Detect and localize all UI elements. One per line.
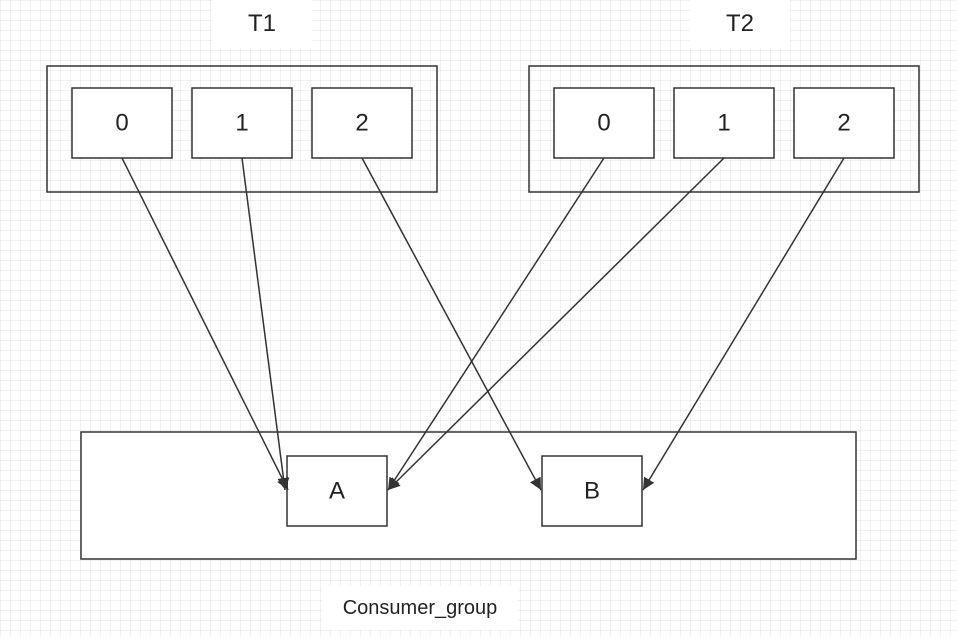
consumer-group-title: Consumer_group: [322, 586, 518, 630]
t1-partition-2-box[interactable]: [311, 87, 413, 159]
t1-partition-0-box[interactable]: [71, 87, 173, 159]
topic-t1-title: T1: [212, 0, 312, 48]
arrow-t1-p1-to-a[interactable]: [241, 157, 290, 491]
consumer-a-box[interactable]: [286, 455, 388, 527]
t1-partition-1-label: 1: [235, 109, 248, 136]
t2-partition-0-label: 0: [597, 109, 610, 136]
consumer-b-box[interactable]: [541, 455, 643, 527]
t2-partition-0-box[interactable]: [553, 87, 655, 159]
arrow-t2-p1-to-a[interactable]: [387, 157, 725, 491]
t2-partition-2-box[interactable]: [793, 87, 895, 159]
t2-partition-1-label: 1: [717, 109, 730, 136]
topic-t1-container[interactable]: [46, 65, 438, 193]
topic-t2-title: T2: [690, 0, 790, 48]
arrow-t1-p0-to-a[interactable]: [121, 157, 289, 491]
consumer-a-label: A: [329, 477, 345, 504]
arrow-t2-p2-to-b[interactable]: [642, 157, 845, 491]
t2-partition-1-box[interactable]: [673, 87, 775, 159]
consumer-group-container[interactable]: [80, 431, 857, 560]
t2-partition-2-label: 2: [837, 109, 850, 136]
consumer-b-label: B: [584, 477, 600, 504]
topic-t2-container[interactable]: [528, 65, 920, 193]
t1-partition-2-label: 2: [355, 109, 368, 136]
arrow-t1-p2-to-b[interactable]: [361, 157, 542, 491]
arrow-t2-p0-to-a[interactable]: [387, 157, 605, 491]
t1-partition-0-label: 0: [115, 109, 128, 136]
